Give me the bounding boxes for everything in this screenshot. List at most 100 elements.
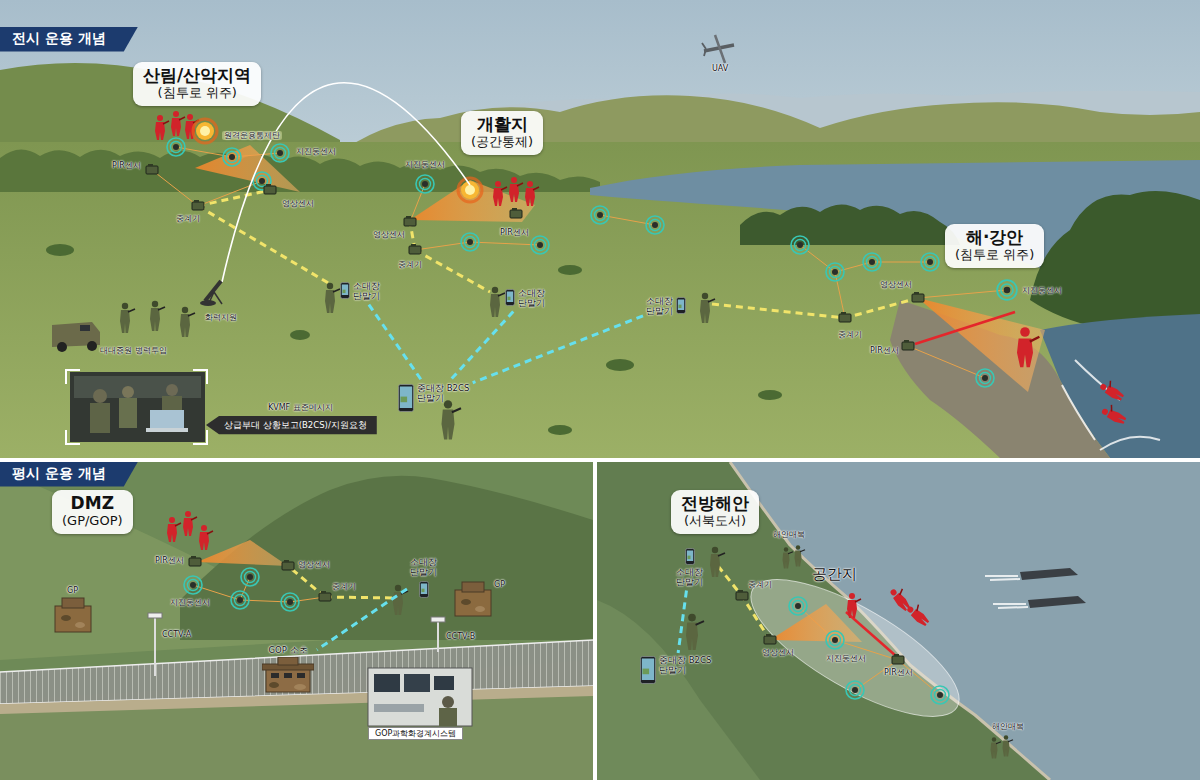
comm-link: [317, 589, 407, 650]
terminal-screen: [420, 583, 426, 594]
command-post-photo: [162, 396, 182, 410]
post-icon: [284, 673, 292, 678]
relay-label: 중계기: [838, 330, 862, 339]
terminal-icon: [398, 384, 414, 412]
comm-link: [678, 591, 686, 653]
cctv-pole: [431, 617, 445, 622]
dmz-terrain: [0, 660, 593, 780]
terminal-screen: [642, 659, 654, 681]
seismic-sensor: [863, 253, 881, 271]
seismic-sensor: [591, 206, 609, 224]
region-callout: 전방해안(서북도서): [671, 490, 759, 534]
sensor-box: [319, 591, 331, 601]
sensor-label: PIR센서: [500, 228, 529, 237]
enemy-figure: [199, 525, 213, 550]
sensor-label: PIR센서: [155, 556, 184, 565]
node-heading: 전시 운용 개념: [12, 30, 106, 48]
aircraft-label: UAV: [712, 64, 728, 73]
sensor-box: [902, 340, 914, 350]
node-heading: 산림/산악지역: [143, 65, 251, 85]
friendly-soldier: [120, 303, 135, 333]
friendly-soldier: [686, 614, 704, 650]
coast-terrain: [730, 462, 1050, 780]
camera-cone: [918, 298, 1045, 392]
vehicle: [57, 342, 67, 352]
post-icon: [269, 682, 279, 688]
section-banner: 전시 운용 개념: [0, 27, 138, 52]
bush: [606, 359, 634, 371]
terminal-screen: [686, 551, 692, 562]
platoon-terminal: 소대장 단말기: [505, 289, 545, 309]
ambush-team: [783, 547, 794, 568]
enemy-figure: [1017, 327, 1039, 367]
enemy-figure: [171, 111, 185, 136]
sensor-label: 영상센서: [880, 280, 912, 289]
bush: [548, 425, 572, 435]
friendly-soldier: [120, 283, 715, 440]
enemy-figure: [155, 111, 1129, 426]
wartime-landscape: [0, 0, 1200, 458]
text-column: GOP 소초: [268, 646, 307, 656]
command-post-photo: [122, 386, 134, 398]
terminal-icon: [505, 289, 515, 306]
wartime-landscape: [0, 63, 340, 190]
node-heading: 소대장 단말기: [353, 282, 380, 302]
terminal-screen: [401, 397, 408, 403]
seismic-sensor: [791, 236, 809, 254]
sensor-label: 지진동센서: [170, 598, 210, 607]
coast-terrain: [597, 462, 1200, 780]
sensor-label: 영상센서: [373, 230, 405, 239]
sensor-label: 지진동센서: [405, 160, 445, 169]
unit-label: 대대증원 병력투입: [100, 346, 167, 355]
seismic-sensor: [646, 216, 664, 234]
boat: [985, 568, 1086, 608]
ambush-label: 해안매복: [992, 722, 1024, 731]
terminal-icon: [640, 656, 656, 684]
enemy-figure: [525, 181, 539, 206]
text-column: 소대장 단말기: [410, 558, 437, 578]
surveillance-zone: [733, 554, 977, 741]
sensor-box: [282, 560, 294, 570]
seismic-sensor: [531, 236, 549, 254]
seismic-sensor: [461, 233, 479, 251]
wartime-landscape: [1062, 360, 1160, 450]
post-label: GP: [67, 586, 78, 595]
arrow-shape: [206, 416, 377, 434]
friendly-soldier: [700, 293, 715, 323]
guard-post: [461, 599, 471, 605]
guard-post: [55, 606, 91, 632]
sensor-box: [912, 292, 924, 302]
command-post-photo: [166, 384, 178, 396]
node-heading: 개활지: [471, 114, 533, 134]
relay-label: 중계기: [176, 214, 200, 223]
node-subheading: (침투로 위주): [955, 247, 1034, 263]
zone-label: 공간지: [812, 566, 857, 583]
friendly-soldier: [686, 547, 725, 650]
terminal-screen: [343, 290, 346, 293]
seismic-sensor: [846, 681, 864, 699]
node-subheading: (공간통제): [471, 134, 533, 150]
bush: [758, 390, 782, 400]
command-post-photo: [119, 398, 137, 428]
camera-cone: [195, 145, 300, 192]
seismic-sensor: [241, 568, 259, 586]
command-post-photo: [74, 376, 201, 398]
terminal-screen: [643, 669, 650, 675]
mortar: [200, 281, 222, 306]
relay-link: [198, 190, 330, 284]
sensor-network: [193, 577, 325, 602]
camera-label: CCTV-A: [162, 630, 191, 639]
munition-label: 원격운용통제탄: [222, 131, 282, 140]
region-callout: DMZ(GP/GOP): [52, 490, 133, 534]
mortar: [205, 281, 221, 301]
terminal-icon: [340, 282, 350, 299]
sensor-label: PIR센서: [884, 668, 913, 677]
sensor-box: [189, 556, 201, 566]
guard-post: [55, 582, 491, 632]
sensor-box: [264, 184, 276, 194]
node-heading: 소대장 단말기: [518, 289, 545, 309]
post-icon: [266, 669, 310, 692]
node-heading: 소대장 단말기: [646, 297, 673, 317]
friendly-soldier: [150, 301, 165, 331]
terminal-icon: [341, 283, 350, 299]
